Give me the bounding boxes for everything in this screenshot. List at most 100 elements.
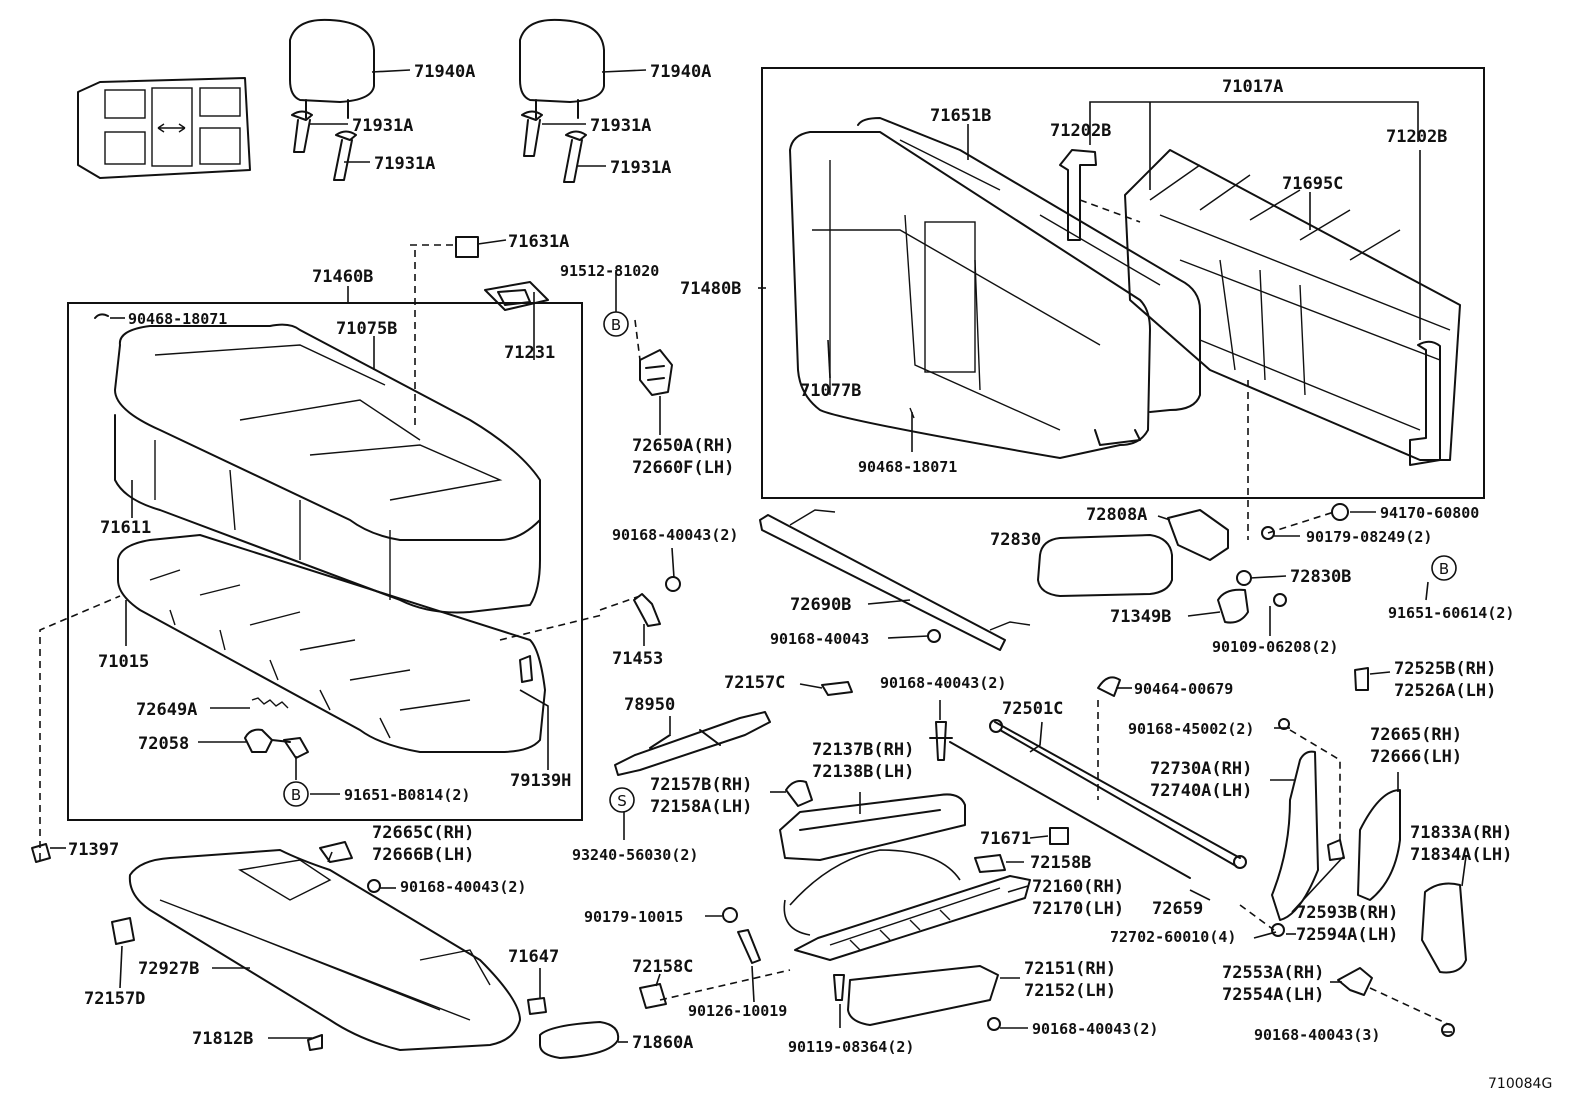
rod-72659 — [949, 741, 1191, 879]
label-72138B: 72138B(LH) — [812, 762, 914, 782]
clip-72665C — [319, 841, 353, 863]
label-90168-40043-e: 90168-40043(2) — [1032, 1020, 1158, 1038]
label-72730A: 72730A(RH) — [1150, 759, 1252, 779]
bolt-90179-08249 — [1261, 526, 1275, 540]
seat-hook-72058 — [244, 728, 291, 753]
label-90168-45002: 90168-45002(2) — [1128, 720, 1254, 738]
svg-text:B: B — [611, 316, 621, 334]
label-72158B: 72158B — [1030, 853, 1091, 873]
label-72160: 72160(RH) — [1032, 877, 1124, 897]
marker-b-3: B — [1431, 555, 1457, 581]
recliner-72730A — [1271, 750, 1319, 921]
label-71631A: 71631A — [508, 232, 569, 252]
bracket-71453 — [633, 593, 661, 627]
cover-71833A — [1421, 882, 1467, 974]
rod-72501C — [994, 721, 1241, 867]
label-71077B: 71077B — [800, 381, 861, 401]
label-71397: 71397 — [68, 840, 119, 860]
label-93240-56030: 93240-56030(2) — [572, 846, 698, 864]
cap-72525B — [1354, 667, 1369, 691]
nut-94170 — [1331, 503, 1349, 521]
label-71833A: 71833A(RH) — [1410, 823, 1512, 843]
label-72740A: 72740A(LH) — [1150, 781, 1252, 801]
bolt-90168-f — [1441, 1023, 1455, 1037]
bracket-72553A — [1337, 967, 1373, 996]
rod-end-2 — [1233, 855, 1247, 869]
label-72151: 72151(RH) — [1024, 959, 1116, 979]
label-71931A-right-1: 71931A — [590, 116, 651, 136]
callout-labels: 71940A 71931A 71931A 71940A 71931A 71931… — [68, 62, 1514, 1056]
label-71453: 71453 — [612, 649, 663, 669]
label-79139H: 79139H — [510, 771, 571, 791]
label-72152: 72152(LH) — [1024, 981, 1116, 1001]
clip-72157C — [821, 681, 853, 696]
cover-72927B — [128, 849, 521, 1051]
label-90464-00679: 90464-00679 — [1134, 680, 1233, 698]
label-72554A: 72554A(LH) — [1222, 985, 1324, 1005]
bolt-90168-d — [367, 879, 381, 893]
label-71480B: 71480B — [680, 279, 741, 299]
label-72525B: 72525B(RH) — [1394, 659, 1496, 679]
seat-back-group-frame — [761, 67, 1485, 499]
handle-71860A — [539, 1021, 620, 1059]
clip-72158B — [974, 854, 1006, 873]
cap-71631A — [455, 236, 479, 258]
label-71931A-right-2: 71931A — [610, 158, 671, 178]
marker-b-1: B — [603, 311, 629, 337]
rail-72151 — [847, 965, 999, 1026]
label-71695C: 71695C — [1282, 174, 1343, 194]
label-71860A: 71860A — [632, 1033, 693, 1053]
label-90179-10015: 90179-10015 — [584, 908, 683, 926]
label-90179-08249: 90179-08249(2) — [1306, 528, 1432, 546]
adjuster-72160 — [783, 849, 1031, 961]
bolt-90168-b — [927, 629, 941, 643]
clip-part — [283, 737, 309, 759]
bolt-90168-c — [929, 721, 953, 761]
label-72659: 72659 — [1152, 899, 1203, 919]
label-71231: 71231 — [504, 343, 555, 363]
label-71647: 71647 — [508, 947, 559, 967]
cap-71671 — [1049, 827, 1069, 845]
label-90168-40043-b: 90168-40043 — [770, 630, 869, 648]
label-72501C: 72501C — [1002, 699, 1063, 719]
label-91651-B0814: 91651-B0814(2) — [344, 786, 470, 804]
label-72660F: 72660F(LH) — [632, 458, 734, 478]
seat-cushion — [114, 323, 541, 614]
marker-s-1: S — [609, 787, 635, 813]
label-94170-60800: 94170-60800 — [1380, 504, 1479, 522]
clip-90464 — [1097, 676, 1121, 697]
cable-78950 — [614, 711, 771, 776]
label-72058: 72058 — [138, 734, 189, 754]
rod-end-1 — [989, 719, 1003, 733]
hinge-72808A — [1167, 509, 1229, 561]
bolt-90168-45002 — [1278, 718, 1290, 730]
label-71017A: 71017A — [1222, 77, 1283, 97]
label-71202B-right: 71202B — [1386, 127, 1447, 147]
label-72170: 72170(LH) — [1032, 899, 1124, 919]
label-72594A: 72594A(LH) — [1296, 925, 1398, 945]
label-71075B: 71075B — [336, 319, 397, 339]
label-72665: 72665(RH) — [1370, 725, 1462, 745]
label-71611: 71611 — [100, 518, 151, 538]
cover-71349B — [1217, 588, 1249, 624]
seat-bracket-71231 — [484, 281, 549, 311]
label-90468-18071-a: 90468-18071 — [128, 310, 227, 328]
label-71202B-left: 71202B — [1050, 121, 1111, 141]
headrest-right — [519, 18, 605, 183]
label-90109-06208: 90109-06208(2) — [1212, 638, 1338, 656]
label-71460B: 71460B — [312, 267, 373, 287]
seat-frame-pan — [117, 534, 546, 753]
label-90168-40043-d: 90168-40043(2) — [400, 878, 526, 896]
seat-cushion-group-frame — [67, 302, 583, 821]
clip-72593B — [1327, 839, 1345, 861]
label-72593B: 72593B(RH) — [1296, 903, 1398, 923]
label-72808A: 72808A — [1086, 505, 1147, 525]
clip-72157D — [111, 917, 135, 945]
clip-71397 — [31, 843, 51, 863]
dashed-guides — [39, 199, 1451, 1026]
label-72665C: 72665C(RH) — [372, 823, 474, 843]
label-78950: 78950 — [624, 695, 675, 715]
leader-lines — [50, 69, 1467, 1043]
